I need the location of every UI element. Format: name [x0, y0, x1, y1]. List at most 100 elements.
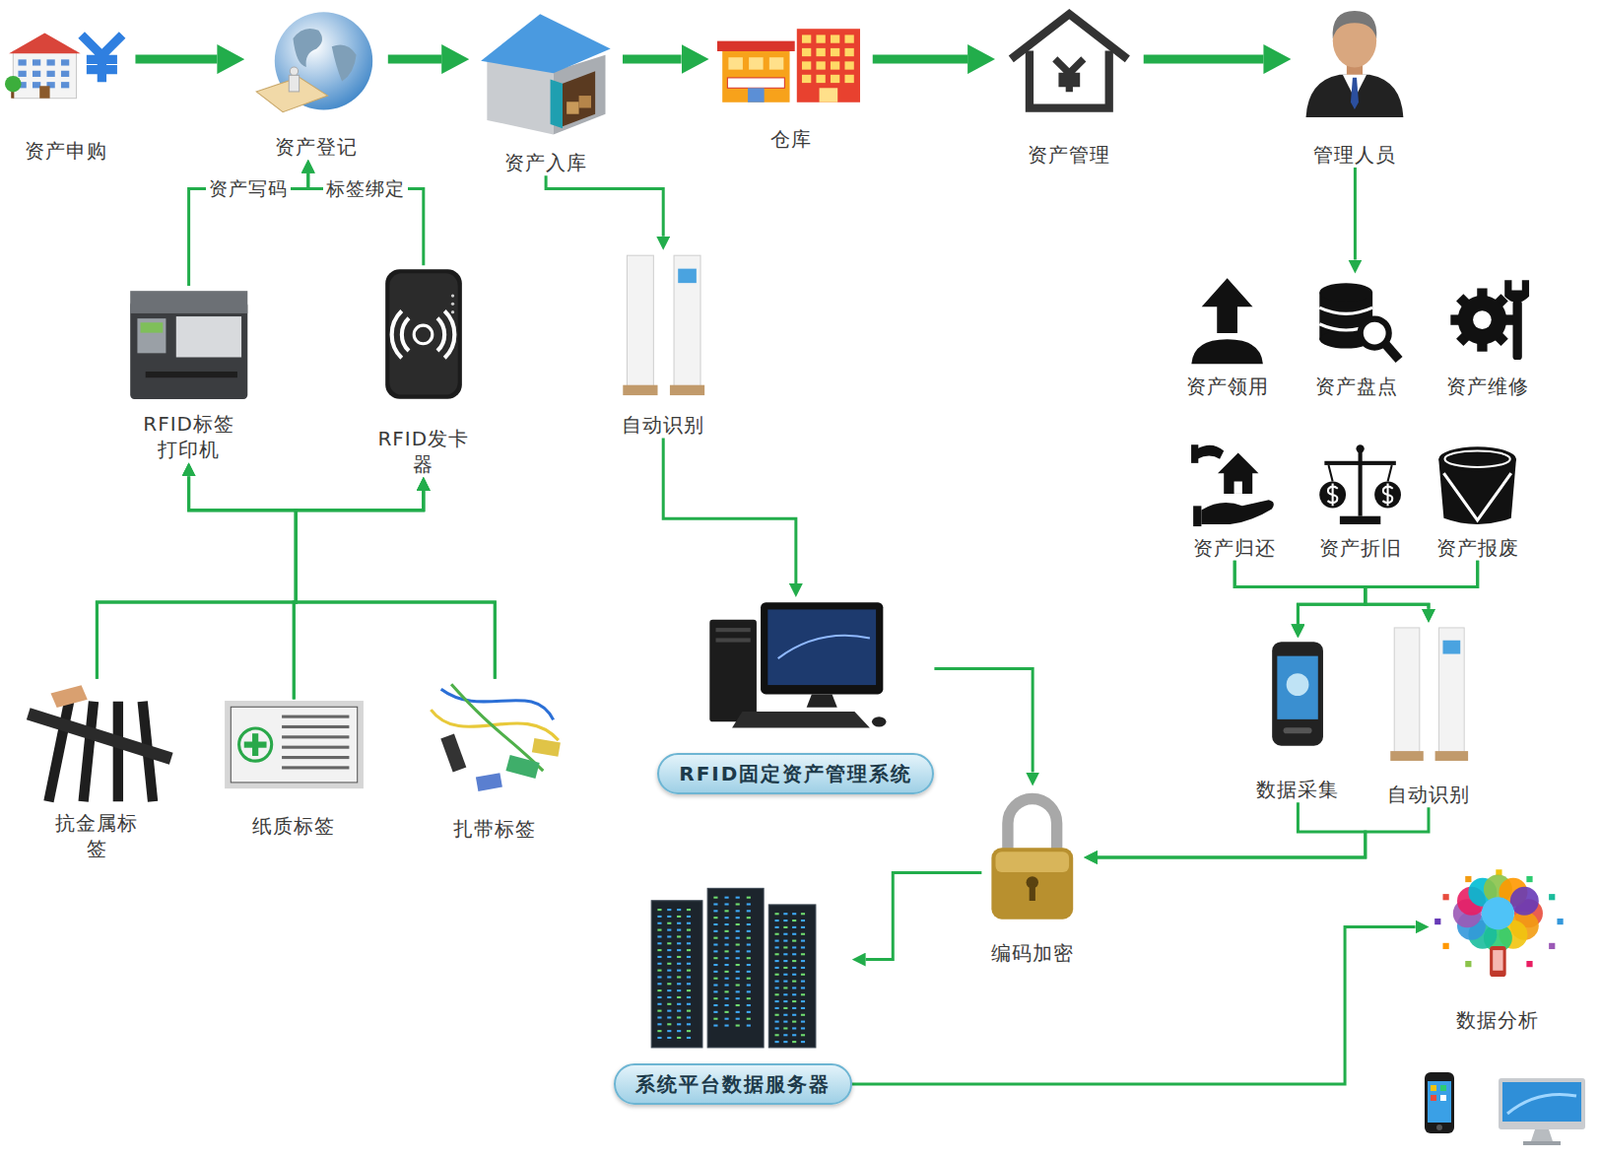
icon-part [713, 930, 718, 933]
icon-part [657, 989, 662, 992]
icon-part [734, 963, 739, 966]
flow-arrow [872, 55, 968, 65]
icon-part [774, 932, 779, 934]
icon-part [1556, 918, 1563, 925]
icon-part [1191, 445, 1199, 465]
icon-part [724, 916, 729, 919]
node-label: 资产盘点 [1315, 373, 1399, 400]
icon-part [666, 934, 671, 937]
icon-part [713, 956, 718, 959]
node-icon [1002, 5, 1136, 114]
icon-part [676, 1008, 681, 1011]
icon-part [996, 851, 1070, 872]
icon-part [745, 930, 750, 933]
icon-part [281, 755, 349, 759]
icon-part [676, 968, 681, 971]
icon-part [724, 935, 729, 938]
icon-part [724, 895, 729, 898]
icon-part [774, 959, 779, 962]
icon-part [745, 970, 750, 973]
node-icon [1429, 862, 1568, 996]
icon-part [713, 942, 718, 945]
icon-part [657, 1022, 662, 1025]
icon-part [657, 948, 662, 951]
flow-arrow [134, 55, 217, 65]
icon-part [657, 968, 662, 971]
icon-part [801, 61, 811, 69]
monitor-stand [1531, 1129, 1553, 1141]
icon-part [281, 725, 349, 729]
icon-part [1029, 883, 1036, 901]
icon-part [1548, 942, 1555, 949]
icon-part [657, 982, 662, 985]
icon-part [745, 1010, 750, 1013]
icon-part [815, 34, 825, 43]
icon-part [734, 976, 739, 979]
icon-part [800, 1012, 805, 1015]
icon-part [783, 972, 788, 975]
icon-part [830, 34, 840, 43]
icon-part [800, 932, 805, 934]
node-icon [1441, 273, 1534, 366]
icon-part [281, 735, 349, 739]
flow-arrow [663, 437, 797, 583]
icon-part [12, 51, 76, 99]
icon-part [1438, 627, 1465, 752]
icon-part [724, 983, 729, 986]
icon-part [800, 919, 805, 922]
icon-part [657, 955, 662, 958]
icon-part [686, 996, 691, 999]
icon-part [666, 1008, 671, 1011]
icon-part [800, 986, 805, 989]
icon-part [676, 996, 681, 999]
monitor-screen [1502, 1081, 1582, 1122]
flow-arrow [1297, 560, 1477, 625]
icon-part [657, 941, 662, 944]
icon-part [734, 895, 739, 898]
node-icon [420, 678, 569, 801]
icon-part [657, 975, 662, 978]
phone-body [1424, 1071, 1455, 1134]
icon-part [32, 59, 41, 66]
phone-button [1436, 1124, 1443, 1131]
icon-part [32, 81, 41, 88]
icon-part [992, 847, 1074, 919]
icon-part [774, 1019, 779, 1022]
node-icon [614, 250, 712, 399]
icon-part [734, 956, 739, 959]
icon-part [1328, 465, 1392, 482]
icon-part [734, 942, 739, 945]
icon-part [451, 294, 455, 298]
phone-app [1440, 1084, 1447, 1091]
icon-part [238, 728, 271, 761]
icon-part [112, 701, 123, 801]
icon-part [290, 66, 299, 75]
icon-part [32, 69, 41, 76]
node-label: 编码加密 [991, 939, 1074, 966]
icon-part [686, 989, 691, 992]
icon-part [800, 972, 805, 975]
icon-part [792, 979, 797, 982]
icon-part [1513, 299, 1523, 359]
node-label: 管理人员 [1313, 141, 1397, 168]
icon-part [745, 916, 750, 919]
icon-part [1029, 51, 1110, 109]
icon-part [800, 1019, 805, 1022]
icon-part [676, 941, 681, 944]
node-label: 数据采集 [1256, 776, 1339, 802]
icon-part [783, 1033, 788, 1036]
icon-part [1355, 445, 1364, 454]
icon-part [666, 1015, 671, 1018]
icon-part [745, 935, 750, 938]
icon-part [783, 1019, 788, 1022]
icon-part [657, 934, 662, 937]
icon-part [666, 996, 671, 999]
icon-node: 资产盘点 [1311, 273, 1403, 400]
icon-part [1489, 945, 1507, 977]
node-icon [7, 678, 187, 806]
icon-part [724, 970, 729, 973]
icon-part [673, 255, 701, 387]
icon-part [760, 601, 883, 694]
icon-part [666, 955, 671, 958]
icon-part [657, 928, 662, 931]
